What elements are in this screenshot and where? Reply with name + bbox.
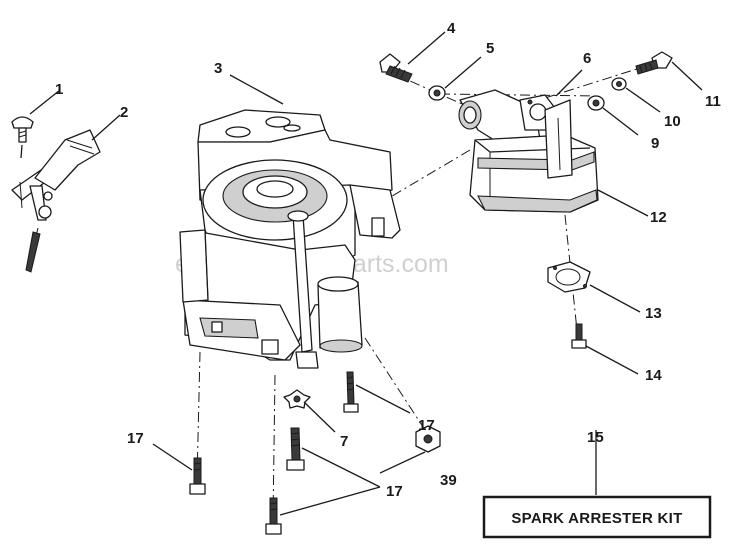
- part-17-bolt-center: [286, 427, 305, 471]
- callout-17-bottom: 17: [386, 483, 403, 500]
- callout-17-mid: 17: [418, 417, 435, 434]
- callout-13: 13: [645, 305, 662, 322]
- callout-15: 15: [587, 429, 604, 446]
- part-17-bolt-bottom: [265, 497, 282, 535]
- part-17-leaders: [279, 447, 381, 516]
- part-14-screw: [571, 323, 639, 375]
- callout-7: 7: [340, 433, 348, 450]
- part-5-washer: [428, 56, 482, 101]
- part-17-bolt-left: [152, 443, 206, 495]
- callout-6: 6: [583, 50, 591, 67]
- callout-11: 11: [705, 93, 721, 110]
- callout-39: 39: [440, 472, 457, 489]
- leaders-top-left: [29, 74, 597, 495]
- callout-12: 12: [650, 209, 667, 226]
- part-17-bolt-mid: [343, 371, 411, 414]
- part-3-engine: [179, 109, 401, 369]
- callout-4: 4: [447, 20, 456, 37]
- callout-labels: 1 2 3 4 5 6 7 9 10 11 12 13 14 15 17 17 …: [55, 20, 721, 500]
- part-7-star-washer: [283, 389, 336, 433]
- part-4-bolt: [379, 31, 446, 83]
- spark-arrester-kit-box: SPARK ARRESTER KIT: [482, 495, 712, 539]
- part-1-knob-screw: [11, 116, 34, 159]
- part-39-nut: [379, 425, 441, 474]
- callout-17-left: 17: [127, 430, 144, 447]
- spark-arrester-kit-label: SPARK ARRESTER KIT: [511, 510, 682, 527]
- callout-2: 2: [120, 104, 128, 121]
- part-9-washer: [587, 95, 639, 136]
- part-10-lock-washer: [611, 77, 661, 113]
- callout-3: 3: [214, 60, 222, 77]
- callout-10: 10: [664, 113, 681, 130]
- part-13-gasket: [547, 261, 641, 313]
- part-2-throttle-control: [11, 129, 101, 273]
- callout-9: 9: [651, 135, 659, 152]
- part-11-bolt: [635, 51, 703, 91]
- part-12-muffler: [469, 99, 649, 217]
- callout-14: 14: [645, 367, 662, 384]
- callout-1: 1: [55, 81, 63, 98]
- callout-5: 5: [486, 40, 494, 57]
